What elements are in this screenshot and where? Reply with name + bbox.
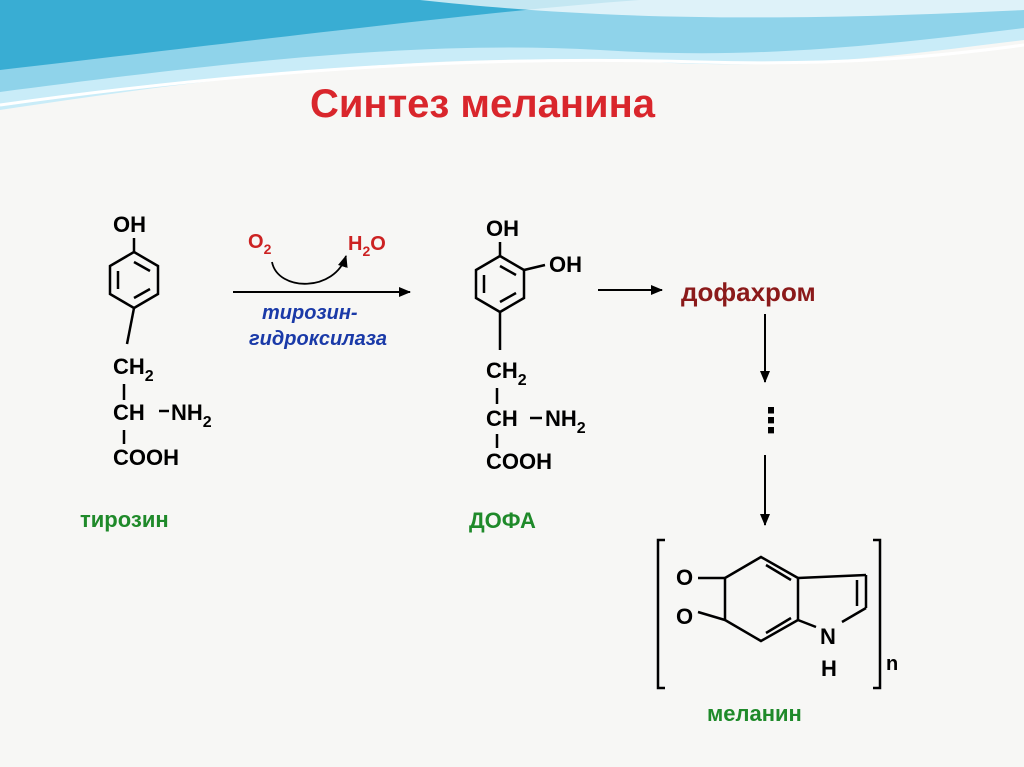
dopa-label: ДОФА [469,508,536,533]
dopa-oh-top: OH [486,216,519,241]
slide-title: Синтез меланина [309,82,656,126]
dofachrome-label: дофахром [681,277,816,307]
tyrosine-structure [108,238,169,444]
tyrosine-label: тирозин [80,507,169,532]
header-wave [0,0,1024,110]
melanin-o-lower: O [676,604,693,629]
curved-arrow [271,255,348,285]
dopa-oh-right: OH [549,252,582,277]
tyrosine-ch: CH [113,400,145,425]
dopa-ch2: CH2 [486,358,527,389]
melanin-n: N [820,624,836,649]
melanin-h: H [821,656,837,681]
dopa-structure [474,242,546,448]
dopa-cooh: COOH [486,449,552,474]
melanin-subscript-n: n [886,653,898,675]
product-h2o: H2O [348,233,386,259]
dopa-nh2: NH2 [545,406,586,437]
reagent-o2: O2 [248,231,272,257]
melanin-o-upper: O [676,565,693,590]
tyrosine-nh2: NH2 [171,400,212,431]
ellipsis-vertical: ⋮ [754,402,788,440]
tyrosine-cooh: COOH [113,445,179,470]
enzyme-label-line2: гидроксилаза [249,328,387,350]
enzyme-label-line1: тирозин- [262,302,358,324]
melanin-structure [656,538,882,690]
tyrosine-ch2: CH2 [113,354,154,385]
dopa-ch: CH [486,406,518,431]
tyrosine-oh: OH [113,212,146,237]
melanin-label: меланин [707,701,802,726]
